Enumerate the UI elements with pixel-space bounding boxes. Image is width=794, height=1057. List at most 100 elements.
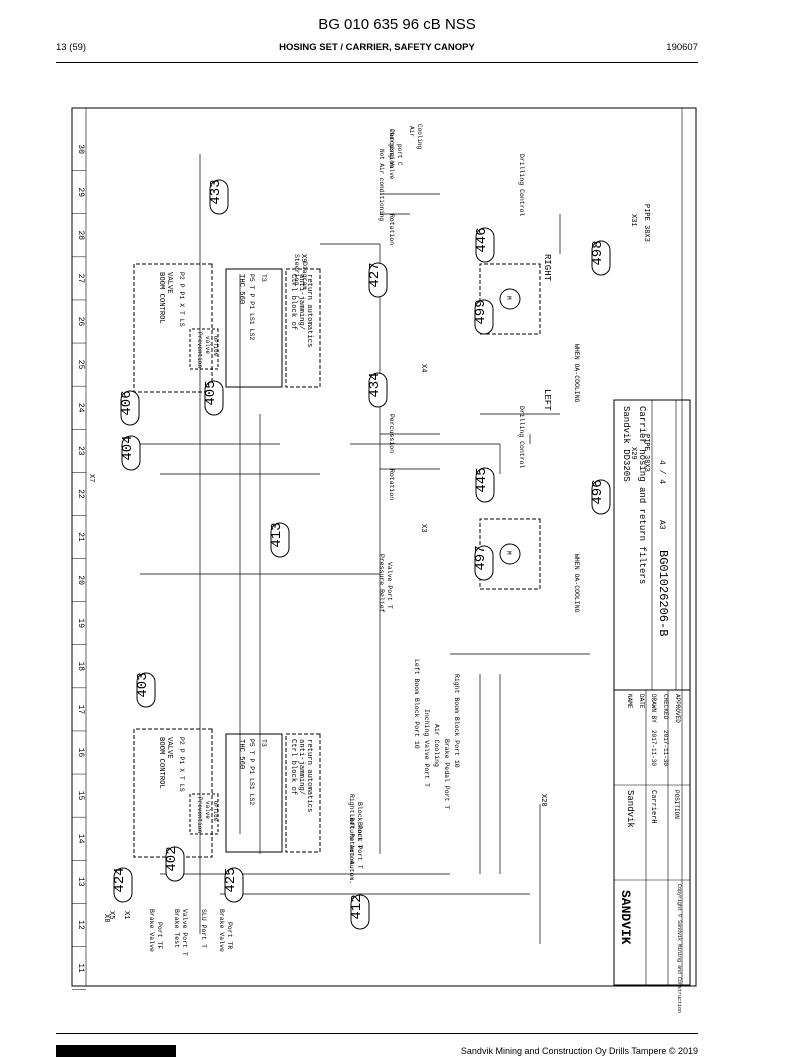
svg-text:498: 498: [590, 240, 606, 265]
model-label: Sandvik DD320S: [621, 406, 631, 482]
connector-x29: X29: [629, 447, 637, 460]
valve-label-2: VALVE: [165, 737, 173, 759]
connector-x4: X4: [419, 364, 427, 372]
document-number: BG 010 635 96 cB NSS: [318, 16, 476, 33]
footer-rule: [56, 1033, 698, 1034]
air-cooling-label: Air Cooling: [433, 724, 440, 767]
drawn-date: 2017-11-30: [650, 730, 657, 766]
sandvik-logo: SANDVIK: [618, 890, 633, 945]
svg-text:M: M: [505, 296, 512, 300]
svg-text:T3: T3: [260, 274, 267, 282]
svg-text:T3: T3: [260, 739, 267, 747]
grid-number: 16: [76, 748, 85, 758]
pressure-relief-port-label: Valve Port T: [386, 562, 393, 609]
position-bubble-496: 496: [590, 479, 611, 515]
svg-text:P2 P P1 X T LS: P2 P P1 X T LS: [178, 272, 185, 327]
position-bubble-425: 425: [223, 867, 244, 903]
position-bubble-412: 412: [349, 894, 370, 930]
connector-x1: X1: [122, 911, 130, 919]
position-bubble-497: 497: [473, 545, 494, 581]
header-rule: [56, 62, 698, 63]
air-label: Air: [408, 126, 415, 137]
date-label: DATE: [638, 694, 645, 709]
prevention-label-1: Prevention: [196, 332, 203, 368]
thc-560-label-1: THC 560: [237, 274, 245, 304]
right-return-port-label: Block Port T: [356, 802, 363, 849]
position-bubble-406: 406: [119, 390, 140, 426]
ctrl-block-line3-a: return automatics: [305, 274, 313, 347]
carrier-label: CarrierH: [649, 790, 657, 824]
prevention-valve-label-1: valve: [204, 336, 211, 354]
ctrl-block-line1-a: Ctrl block of: [289, 274, 297, 330]
not-air-conditioning-label: Not Air conditioning: [378, 149, 385, 221]
connector-x9: X9: [299, 254, 307, 262]
brake-valve-tf-label: Brake Valve: [148, 909, 155, 952]
ctrl-block-line2-b: anti-jamming/: [297, 739, 305, 795]
svg-text:P2 P P1 X T LS: P2 P P1 X T LS: [178, 737, 185, 792]
grid-number: 30: [76, 144, 85, 154]
svg-text:405: 405: [203, 380, 219, 405]
sheet-number: 4 / 4: [657, 460, 666, 484]
pipe-label-right: PIPE 38X3: [642, 204, 650, 242]
brake-test-port-label: Valve Port T: [181, 909, 188, 956]
grid-number: 11: [76, 963, 85, 973]
svg-text:403: 403: [135, 672, 151, 697]
brake-valve-tr-label: Brake Valve: [218, 909, 225, 952]
drawing-title: Carrier hosing and return filters: [637, 406, 647, 584]
grid-number: 13: [76, 877, 85, 887]
connector-x31: X31: [629, 214, 637, 227]
right-return-label: Right Return Autom.: [348, 794, 355, 868]
svg-text:427: 427: [367, 262, 383, 287]
port-c-label: port C: [396, 144, 403, 166]
brake-pedal-label: Brake Pedal Port T: [443, 739, 450, 809]
connector-x3: X3: [419, 524, 427, 532]
grid-number: 12: [76, 920, 85, 930]
svg-text:446: 446: [474, 227, 490, 252]
svg-text:P5 T P P1 LS1 LS2: P5 T P P1 LS1 LS2: [248, 274, 255, 340]
header-row: HOSING SET / CARRIER, SAFETY CANOPY 13 (…: [56, 42, 698, 56]
drilling-control-right: Drilling Control: [518, 154, 525, 217]
checked-label: CHECKED: [662, 694, 669, 720]
svg-text:P5 T P P1 LS1 LS2: P5 T P P1 LS1 LS2: [248, 739, 255, 805]
diagram-label-1: Diagram: [301, 262, 308, 289]
percussion-label-left: Percussion: [388, 414, 395, 453]
connector-x28: X28: [539, 794, 547, 807]
position-bubble-404: 404: [120, 435, 141, 471]
ctrl-block-line2-a: anti-jamming/: [297, 274, 305, 330]
pressure-relief-label: Pressure Relief: [378, 554, 385, 613]
drawing-number: BG01026206-B: [656, 550, 670, 636]
cooling-label: Cooling: [416, 124, 423, 150]
footer-text: Sandvik Mining and Construction Oy Drill…: [460, 1046, 698, 1056]
pipe-label-left: PIPE 38X3: [642, 434, 650, 472]
grid-number: 21: [76, 532, 85, 542]
option-label-1: OPTION: [212, 336, 219, 356]
grid-number: 15: [76, 791, 85, 801]
when-oa-cooling-left: WHEN OA-COOLING: [573, 554, 580, 613]
svg-text:497: 497: [473, 545, 489, 570]
right-label: RIGHT: [542, 254, 552, 282]
position-bubble-427: 427: [367, 262, 388, 298]
checked-date: 2017-11-30: [662, 730, 669, 766]
drilling-control-left: Drilling Control: [518, 406, 525, 469]
brake-test-label: Brake Test: [173, 909, 180, 948]
svg-text:M: M: [505, 551, 512, 555]
position-bubble-402: 402: [164, 846, 185, 882]
grid-number: 22: [76, 489, 85, 499]
grid-number: 19: [76, 618, 85, 628]
svg-text:404: 404: [120, 435, 136, 460]
left-return-port-label: Block Port T: [356, 822, 363, 869]
position-bubble-434: 434: [367, 372, 388, 408]
valve-label-1: VALVE: [165, 272, 173, 294]
left-return-label: Left Return Autom.: [348, 814, 355, 884]
copyright-label: Copyright © Sandvik Mining and Construct…: [676, 884, 683, 1013]
right-boom-block-label: Right Boom Block Port 10: [453, 674, 460, 768]
boom-control-title-1: BOOM CONTROL: [157, 272, 165, 324]
connector-x7: X7: [87, 474, 95, 482]
svg-text:433: 433: [208, 179, 224, 204]
header-date: 190607: [666, 42, 698, 53]
prevention-label-2: Prevention: [196, 797, 203, 833]
grid-number: 17: [76, 705, 85, 715]
svg-text:425: 425: [223, 867, 239, 892]
